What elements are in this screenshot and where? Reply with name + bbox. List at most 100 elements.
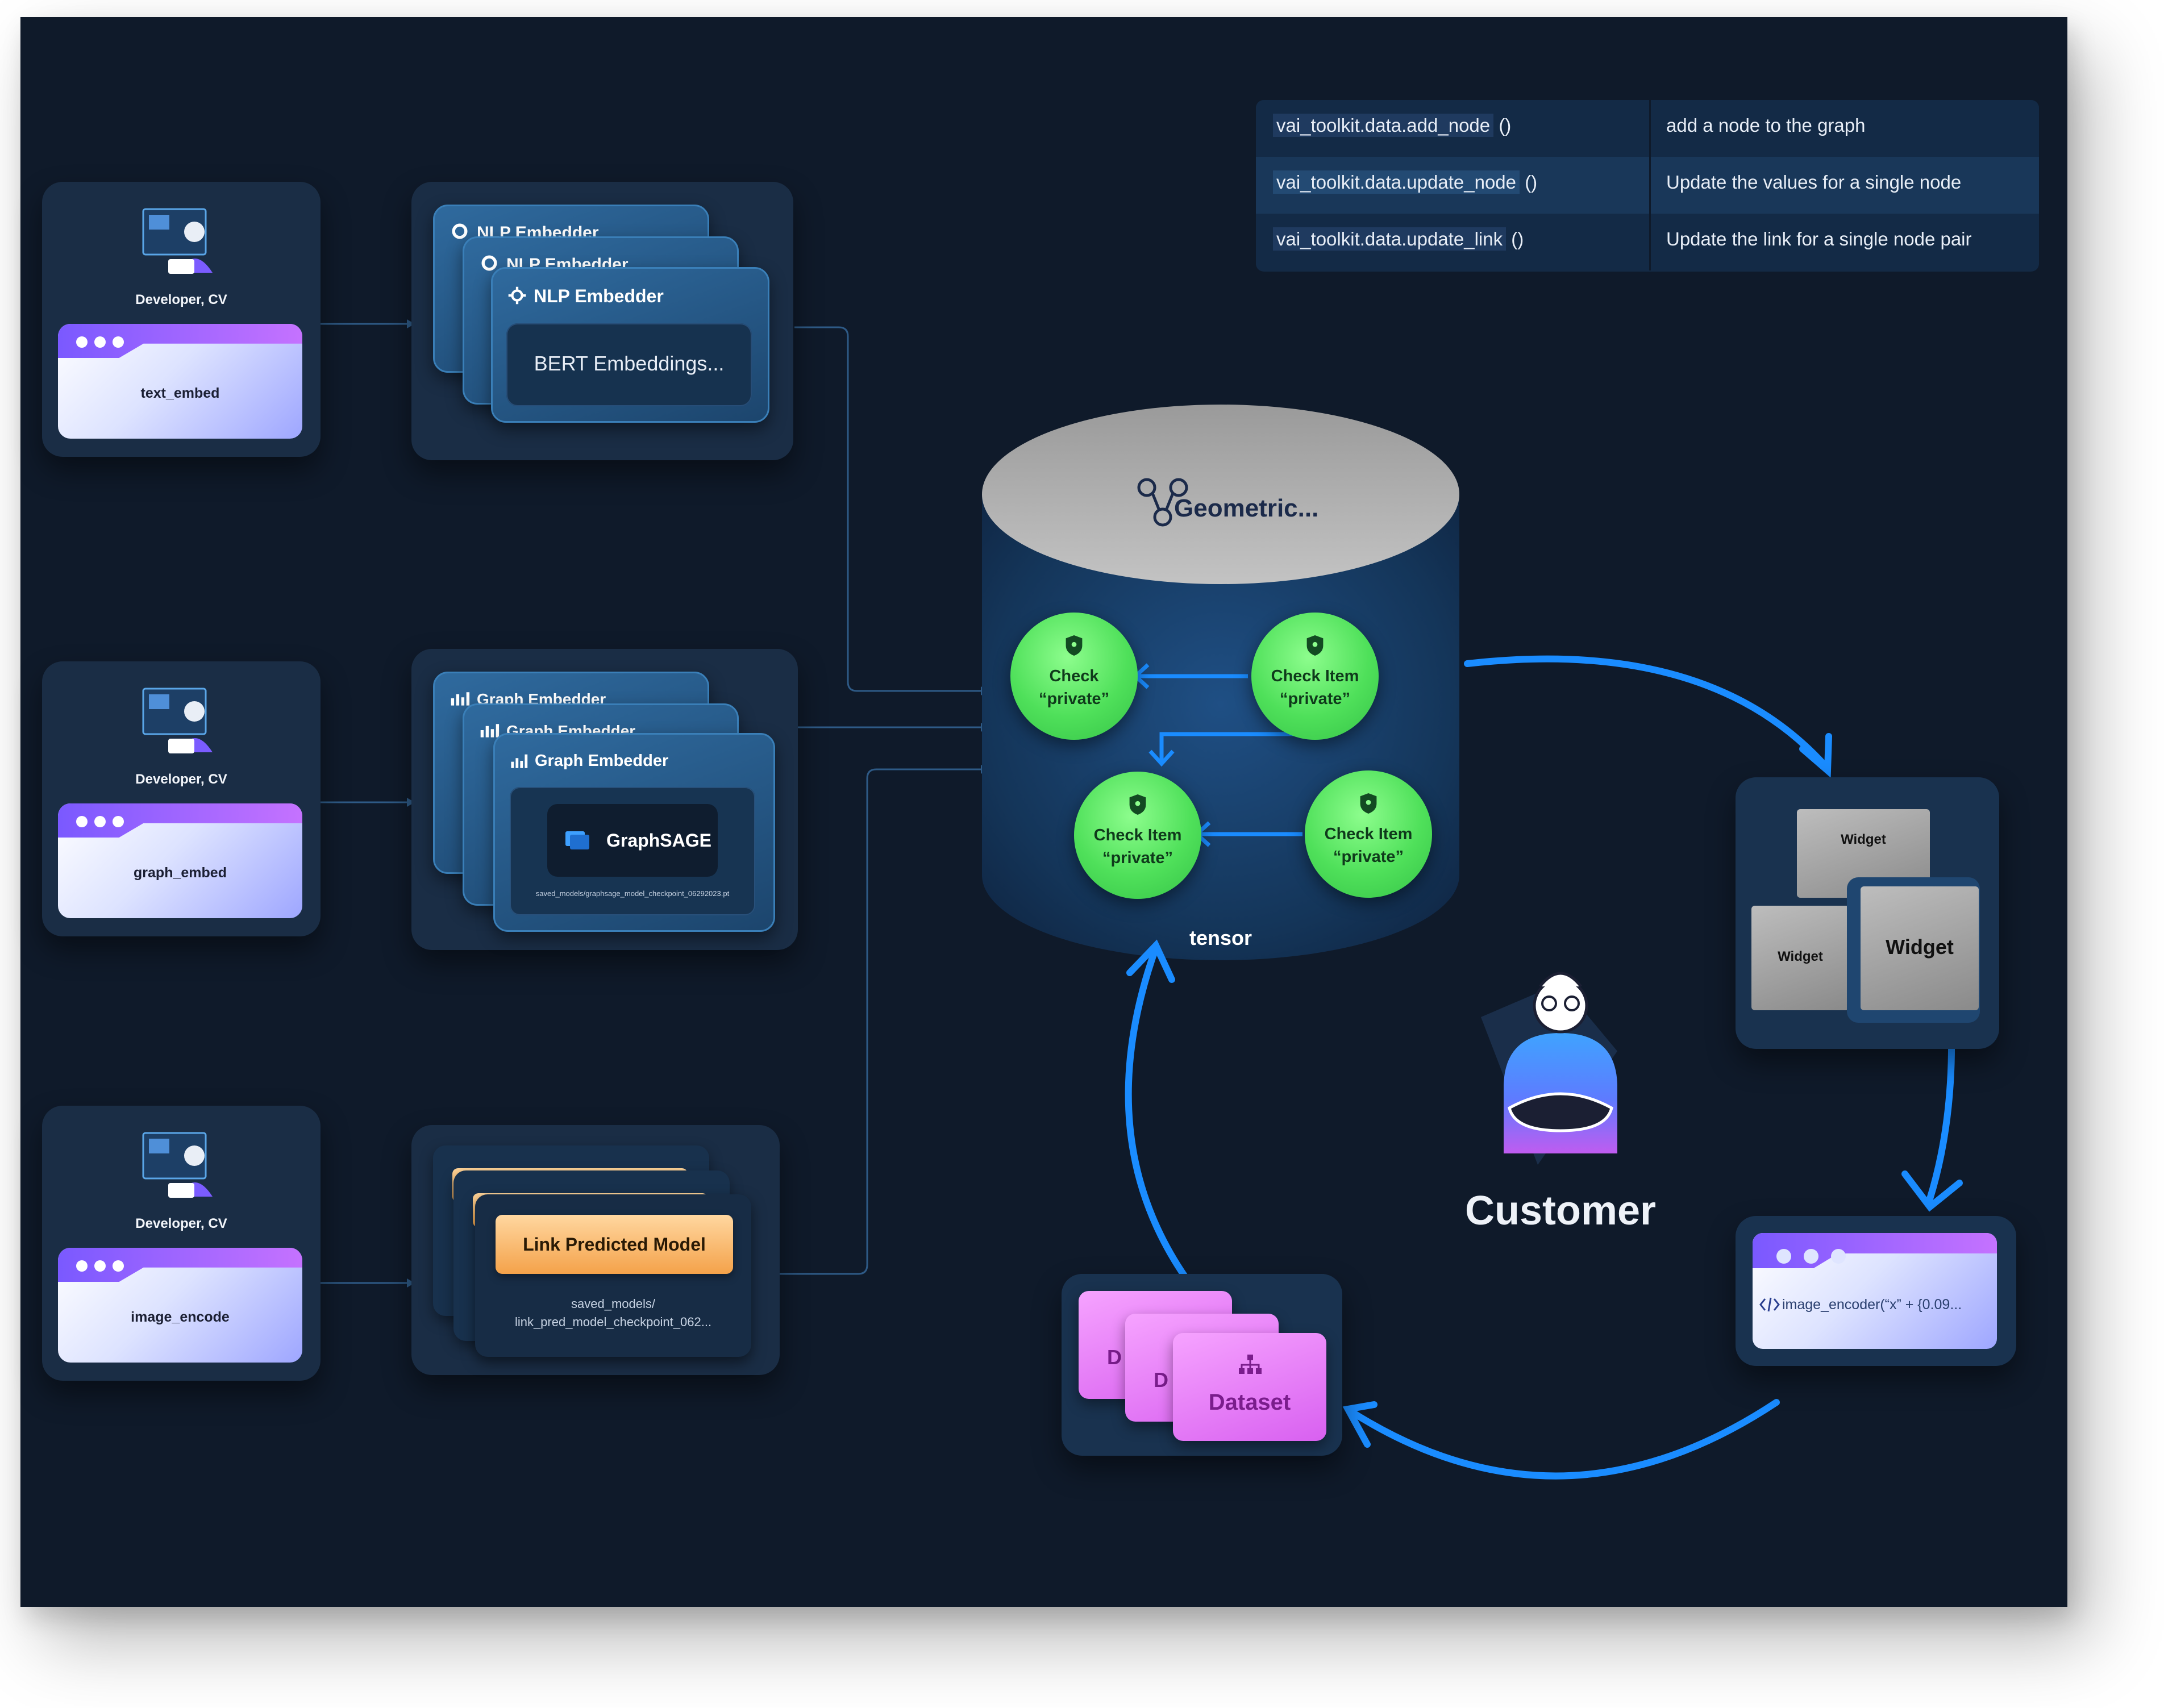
graph-content-box: GraphSAGE saved_models/graphsage_model_c…: [510, 787, 755, 915]
api-function-name[interactable]: vai_toolkit.data.update_node (): [1273, 170, 1537, 194]
dataset-card-front[interactable]: Dataset: [1173, 1333, 1326, 1441]
shield-icon: [1306, 635, 1324, 656]
code-window[interactable]: image_encoder(“x” + {0.09...: [1753, 1233, 1997, 1349]
graph-embedder-panel: Graph Embedder Graph Embedder Graph Embe…: [411, 649, 798, 950]
graph-model-path: saved_models/graphsage_model_checkpoint_…: [535, 889, 730, 898]
developer-illustration-icon: [142, 1132, 213, 1198]
gear-icon: [452, 223, 468, 239]
window-dot-icon: [113, 816, 124, 827]
developer-role-label: Developer, CV: [135, 1216, 227, 1231]
api-function-name[interactable]: vai_toolkit.data.add_node (): [1273, 114, 1511, 137]
gear-icon: [481, 255, 497, 271]
chart-icon: [480, 724, 500, 738]
graph-embed-window[interactable]: graph_embed: [58, 803, 302, 918]
arrow-head: [1901, 1170, 1963, 1212]
nlp-card-front[interactable]: NLP Embedder BERT Embeddings...: [491, 267, 769, 423]
model-icon: [565, 831, 589, 849]
graph-network-icon: [1137, 478, 1188, 527]
text-embed-window[interactable]: text_embed: [58, 324, 302, 439]
api-function-desc: add a node to the graph: [1666, 115, 1866, 136]
check-sublabel: “private”: [1102, 849, 1173, 867]
arrow-dataset-to-db: [1125, 944, 1189, 1281]
widget-card[interactable]: Widget: [1861, 886, 1979, 1010]
arrow-widgets-to-code: [1926, 1032, 1955, 1202]
customer-avatar-icon: [1481, 972, 1617, 1165]
diagram-canvas: Developer, CV text_embed Developer, CV g…: [20, 17, 2067, 1607]
nlp-embedder-panel: NLP Embedder NLP Embedder NLP Embedder B…: [411, 182, 793, 460]
graphsage-badge: GraphSAGE: [547, 804, 718, 877]
api-function-name[interactable]: vai_toolkit.data.update_link (): [1273, 227, 1524, 251]
check-label: Check Item: [1093, 826, 1182, 844]
api-function-desc: Update the link for a single node pair: [1666, 228, 1972, 249]
link-card-front[interactable]: Link Predicted Model saved_models/ link_…: [475, 1194, 751, 1357]
image-encode-window[interactable]: image_encode: [58, 1248, 302, 1363]
window-dot-icon: [94, 816, 106, 827]
nlp-content-box: BERT Embeddings...: [506, 323, 752, 406]
cycle-arrows: [1125, 655, 1963, 1480]
hierarchy-icon: [1239, 1355, 1262, 1374]
check-node[interactable]: Check Item “private”: [1251, 613, 1379, 740]
developer-role-label: Developer, CV: [135, 292, 227, 307]
graph-card-front[interactable]: Graph Embedder GraphSAGE saved_models/gr…: [493, 733, 775, 932]
link-model-button[interactable]: Link Predicted Model: [496, 1215, 733, 1274]
chart-icon: [511, 754, 528, 768]
developer-panel-graph: Developer, CV graph_embed: [42, 661, 321, 936]
arrow-code-to-dataset: [1346, 1399, 1780, 1480]
check-sublabel: “private”: [1333, 848, 1404, 866]
check-sublabel: “private”: [1038, 690, 1110, 708]
window-dot-icon: [94, 1260, 106, 1272]
table-row: vai_toolkit.data.add_node () add a node …: [1256, 100, 2039, 157]
nlp-content-text: BERT Embeddings...: [534, 352, 725, 375]
api-function-table: vai_toolkit.data.add_node () add a node …: [1256, 100, 2039, 272]
developer-panel-text: Developer, CV text_embed: [42, 182, 321, 457]
tensor-database: Geometric... tensor Check “private” Chec…: [981, 403, 1460, 966]
table-row: vai_toolkit.data.update_node () Update t…: [1256, 157, 2039, 214]
check-sublabel: “private”: [1279, 690, 1351, 708]
customer-figure: Customer: [1435, 938, 1686, 1234]
window-label: text_embed: [140, 385, 220, 401]
arrow-db-to-widgets: [1464, 655, 1829, 769]
table-row: vai_toolkit.data.update_link () Update t…: [1256, 214, 2039, 270]
developer-role-label: Developer, CV: [135, 772, 227, 787]
window-dot-icon: [113, 1260, 124, 1272]
check-node[interactable]: Check “private”: [1010, 613, 1138, 740]
arrow-head: [1799, 733, 1832, 778]
link-model-path-line2: link_pred_model_checkpoint_062...: [514, 1315, 712, 1329]
database-label: tensor: [1189, 926, 1252, 949]
window-dot-icon: [94, 336, 106, 348]
developer-panel-image: Developer, CV image_encode: [42, 1106, 321, 1381]
shield-icon: [1066, 635, 1083, 656]
arrow-head: [1126, 939, 1175, 983]
check-label: Check: [1049, 667, 1099, 685]
developer-illustration-icon: [142, 688, 213, 753]
check-label: Check Item: [1271, 667, 1359, 685]
window-label: graph_embed: [134, 865, 227, 881]
window-dot-icon: [76, 1260, 88, 1272]
window-label: image_encode: [131, 1309, 230, 1325]
check-label: Check Item: [1324, 825, 1413, 843]
dataset-label: Dataset: [1208, 1390, 1291, 1415]
shield-icon: [1360, 793, 1377, 814]
chart-icon: [451, 692, 470, 706]
check-node[interactable]: Check Item “private”: [1305, 770, 1432, 898]
link-model-panel: Link Predicted Model saved_models/ link_…: [411, 1125, 780, 1375]
connector-nlp-db: [794, 326, 981, 692]
card-title: Graph Embedder: [535, 752, 669, 770]
code-window-panel: image_encoder(“x” + {0.09...: [1736, 1216, 2016, 1366]
widget-card[interactable]: Widget: [1751, 906, 1849, 1010]
dataset-panel: D D Dataset: [1062, 1274, 1342, 1456]
card-title: NLP Embedder: [534, 286, 664, 306]
customer-label: Customer: [1464, 1188, 1657, 1234]
code-snippet: image_encoder(“x” + {0.09...: [1782, 1297, 1962, 1313]
window-dot-icon: [76, 336, 88, 348]
window-dot-icon: [113, 336, 124, 348]
database-title: Geometric...: [1174, 494, 1319, 522]
widgets-panel: Widget Widget Widget: [1736, 777, 1999, 1049]
check-node[interactable]: Check Item “private”: [1074, 772, 1201, 899]
link-model-title: Link Predicted Model: [523, 1234, 706, 1255]
link-model-path-line1: saved_models/: [571, 1297, 655, 1311]
developer-illustration-icon: [142, 208, 213, 274]
window-dot-icon: [76, 816, 88, 827]
shield-icon: [1129, 794, 1146, 815]
connector-link-db: [780, 768, 981, 1275]
